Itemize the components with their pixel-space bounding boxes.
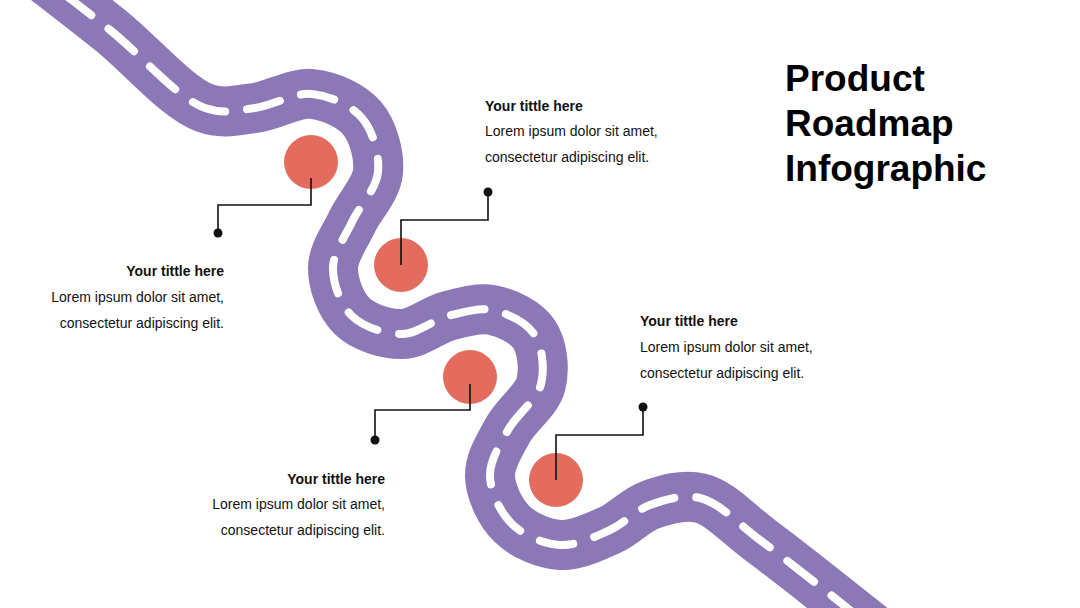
- leader-line: [218, 178, 311, 233]
- leader-dot: [639, 403, 648, 412]
- step-heading: Your tittle here: [640, 311, 738, 331]
- step-description: Lorem ipsum dolor sit amet, consectetur …: [640, 334, 840, 386]
- step-heading: Your tittle here: [485, 96, 583, 116]
- leader-line: [401, 192, 488, 265]
- leader-group: [218, 178, 643, 480]
- leader-dot-group: [214, 188, 648, 445]
- stop-group: [284, 135, 583, 507]
- leader-dot: [371, 436, 380, 445]
- step-heading: Your tittle here: [126, 261, 224, 281]
- road-group: [20, 0, 900, 608]
- page-title: Product Roadmap Infographic: [785, 56, 1035, 191]
- leader-dot: [214, 229, 223, 238]
- step-heading: Your tittle here: [287, 469, 385, 489]
- step-description: Lorem ipsum dolor sit amet, consectetur …: [485, 118, 685, 170]
- leader-line: [556, 407, 643, 480]
- leader-dot: [484, 188, 493, 197]
- road-markings: [20, 0, 900, 608]
- step-description: Lorem ipsum dolor sit amet, consectetur …: [185, 491, 385, 543]
- road-surface: [20, 0, 900, 608]
- step-description: Lorem ipsum dolor sit amet, consectetur …: [24, 284, 224, 336]
- leader-line: [375, 384, 470, 440]
